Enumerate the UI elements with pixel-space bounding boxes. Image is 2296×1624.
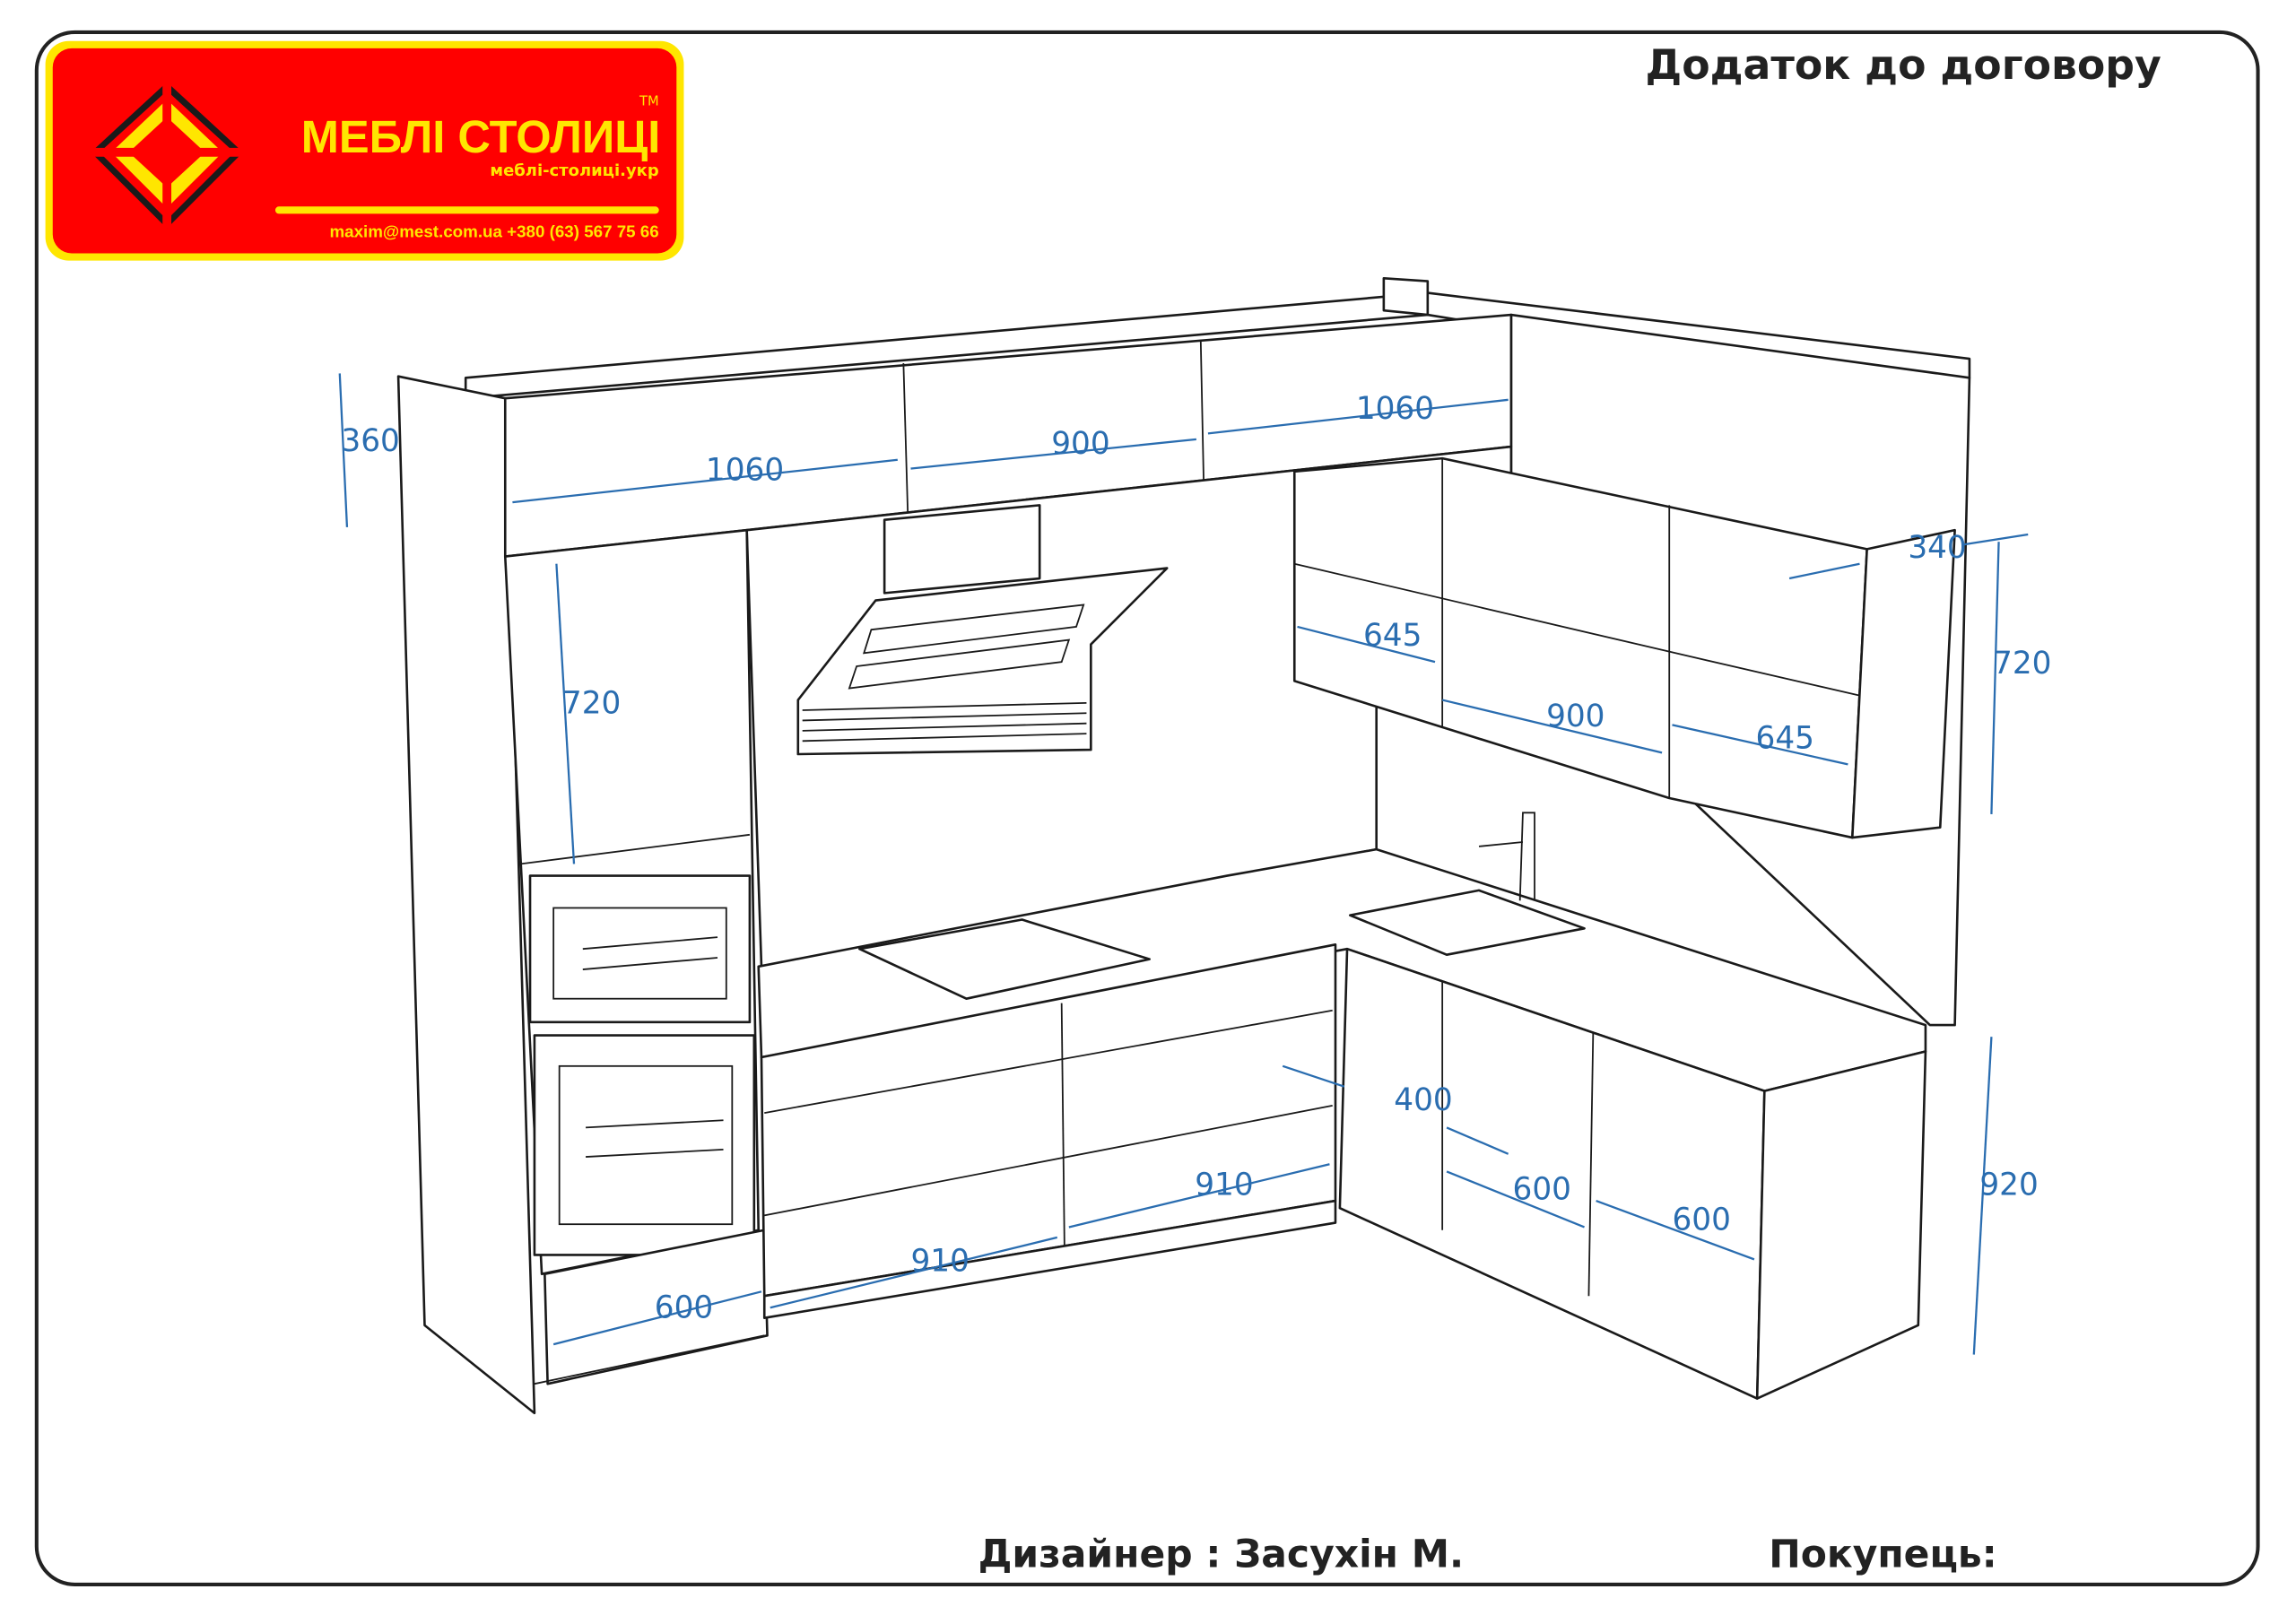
dim-base-left: 600: [655, 1290, 713, 1326]
dim-wall-corner-mid: 900: [1546, 699, 1605, 734]
company-logo: МЕБЛІ СТОЛИЦІ TM меблі-столиці.укр maxim…: [45, 40, 684, 261]
dim-upper-right: 1060: [1356, 391, 1434, 427]
dimension-arrows: [338, 373, 2029, 1355]
logo-contacts: maxim@mest.com.ua +380 (63) 567 75 66: [329, 222, 658, 241]
dim-upper-mid: 900: [1051, 426, 1109, 462]
logo-website: меблі-столиці.укр: [490, 161, 658, 180]
logo-trademark: TM: [639, 94, 659, 109]
logo-diamond-icon: [91, 82, 244, 229]
dim-base-right-1: 600: [1513, 1171, 1571, 1207]
buyer-label: Покупець:: [1769, 1533, 1996, 1576]
dim-base-right-2: 600: [1672, 1203, 1730, 1238]
dim-wall-depth: 340: [1908, 530, 1966, 566]
dim-wall-corner-left: 645: [1363, 618, 1422, 654]
dim-tall-upper-height: 720: [562, 685, 621, 721]
page-frame: [34, 30, 2260, 1586]
dim-wall-corner-right: 645: [1756, 720, 1814, 756]
dim-upper-left: 1060: [706, 453, 784, 489]
kitchen-outline: [396, 276, 1971, 1415]
dim-base-corner: 400: [1394, 1082, 1452, 1118]
dimension-labels: 360 1060 900 1060 340 720 645 900 645 72…: [341, 391, 2051, 1326]
dim-base-mid-left: 910: [911, 1243, 970, 1279]
dim-wall-height-right: 720: [1993, 646, 2051, 682]
logo-brand: МЕБЛІ СТОЛИЦІ: [301, 111, 661, 162]
document-title: Додаток до договору: [1646, 41, 2161, 89]
dim-base-height: 920: [1979, 1168, 2038, 1203]
designer-label: Дизайнер : Засухін М.: [978, 1533, 1464, 1576]
dim-upper-height: 360: [341, 423, 399, 459]
dim-base-mid-right: 910: [1195, 1168, 1253, 1203]
